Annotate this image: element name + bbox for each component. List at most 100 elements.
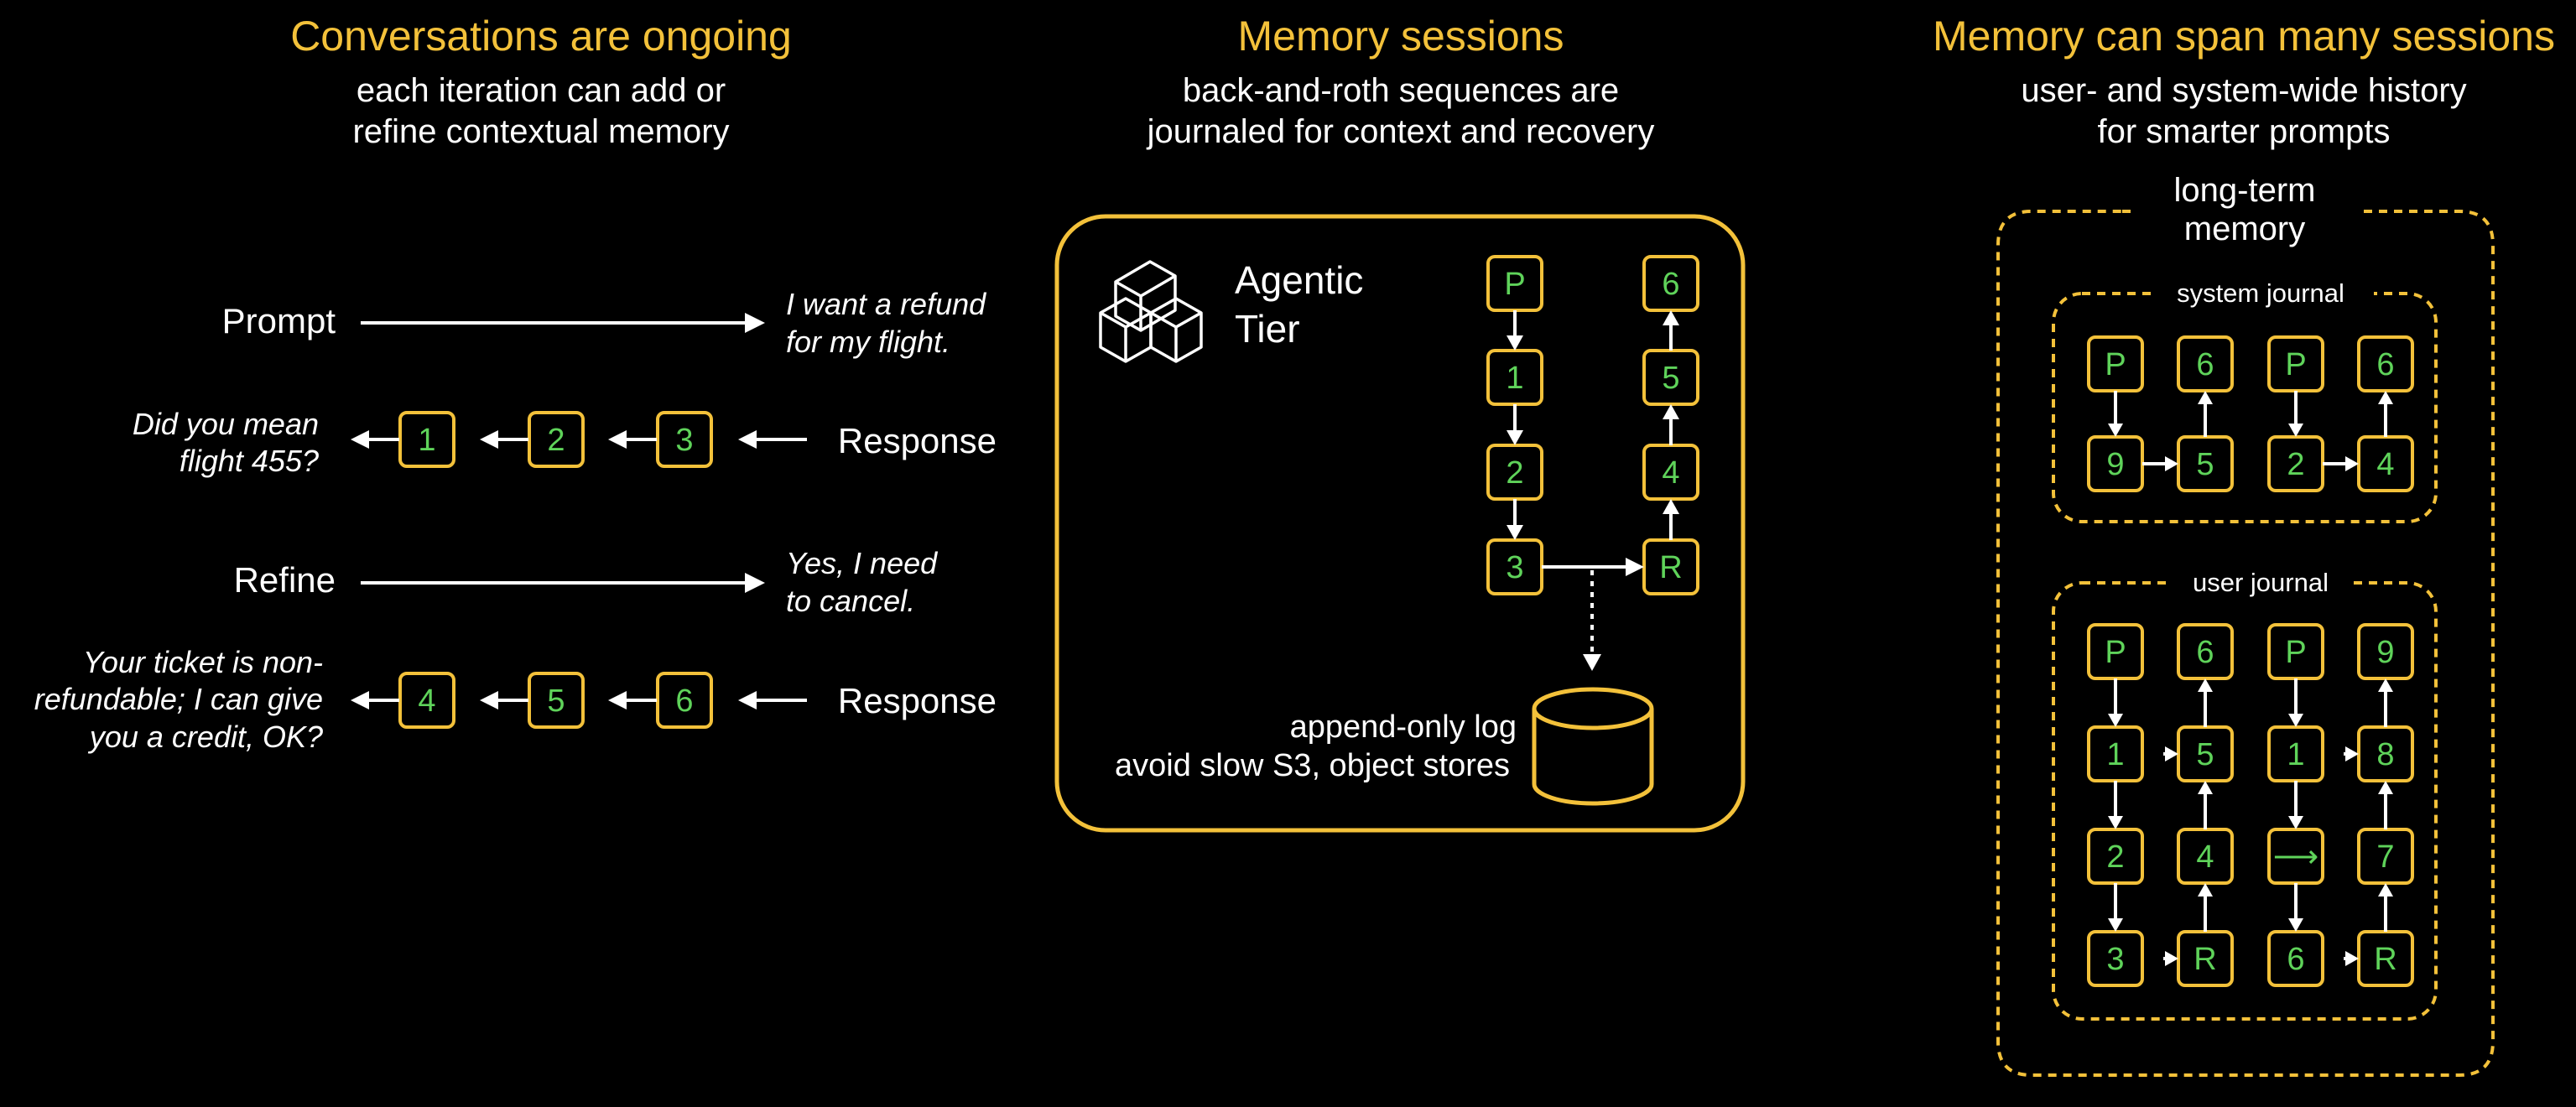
user-journal-cross-d xyxy=(2344,951,2359,966)
column-2-title: Memory sessions xyxy=(1238,13,1564,60)
response-1-label: Response xyxy=(838,421,997,460)
user-journal-node-4-3: 6 xyxy=(2267,930,2324,987)
system-journal-node-top-2: 6 xyxy=(2177,335,2234,392)
user-journal-node-2-1-label: 1 xyxy=(2106,737,2124,772)
user-journal-node-4-2-label: R xyxy=(2194,942,2216,977)
user-journal-node-1-3: P xyxy=(2267,623,2324,680)
session-up-arrow-3 xyxy=(1663,499,1679,540)
response-2-node-3: 6 xyxy=(656,672,713,729)
session-right-node-3-label: 4 xyxy=(1662,455,1679,491)
system-journal-node-top-3-label: P xyxy=(2285,347,2306,382)
response-1-node-2: 2 xyxy=(528,411,585,468)
user-journal-node-3-2: 4 xyxy=(2177,828,2234,885)
system-journal-up-2 xyxy=(2378,391,2393,437)
response-2-node-1-label: 4 xyxy=(418,683,435,719)
session-right-node-4-label: R xyxy=(1659,550,1682,585)
session-up-arrow-1 xyxy=(1663,310,1679,351)
agentic-tier-label-line1: Agentic xyxy=(1235,258,1363,302)
response-2-arrow-2 xyxy=(608,691,657,709)
system-journal-up-1 xyxy=(2198,391,2213,437)
column-1-header: Conversations are ongoing each iteration… xyxy=(290,13,792,150)
response-1-node-3-label: 3 xyxy=(675,423,693,458)
system-journal-node-top-4-label: 6 xyxy=(2376,347,2394,382)
user-journal-down-1-1 xyxy=(2108,678,2123,727)
user-journal-down-2-2 xyxy=(2288,781,2303,829)
system-journal-node-top-2-label: 6 xyxy=(2196,347,2214,382)
system-journal-node-bottom-2-label: 5 xyxy=(2196,447,2214,482)
response-2-node-1: 4 xyxy=(398,672,455,729)
user-journal-node-1-4: 9 xyxy=(2357,623,2414,680)
session-right-node-4: R xyxy=(1642,538,1699,595)
session-right-node-3: 4 xyxy=(1642,444,1699,501)
response-1-arrow-1 xyxy=(480,430,528,449)
agentic-tier-panel: Agentic Tier append-only log avoid slow … xyxy=(1054,214,1746,833)
user-journal-down-1-2 xyxy=(2108,781,2123,829)
user-journal-down-1-3 xyxy=(2108,883,2123,932)
response-1-node-1-label: 1 xyxy=(418,423,435,458)
user-journal-node-4-1: 3 xyxy=(2087,930,2144,987)
user-journal-node-3-2-label: 4 xyxy=(2196,839,2214,875)
user-journal-node-1-1-label: P xyxy=(2105,635,2126,670)
long-term-label-backdrop xyxy=(2131,168,2359,256)
user-journal-node-4-4-label: R xyxy=(2374,942,2396,977)
session-right-node-1: 6 xyxy=(1642,255,1699,312)
response-1-node-2-box xyxy=(528,411,585,468)
response-1-node-2-label: 2 xyxy=(547,423,565,458)
user-journal-node-1-2: 6 xyxy=(2177,623,2234,680)
user-journal-node-4-2: R xyxy=(2177,930,2234,987)
column-1-subtitle-line1: each iteration can add or xyxy=(356,72,726,109)
response-2-node-1-box xyxy=(398,672,455,729)
user-journal-node-3-1: 2 xyxy=(2087,828,2144,885)
long-term-memory-panel: long-term memory system journal user jou… xyxy=(1996,168,2495,1077)
user-journal-node-2-4-label: 8 xyxy=(2376,737,2394,772)
system-journal-node-bottom-2: 5 xyxy=(2177,435,2234,492)
user-journal-node-3-4: 7 xyxy=(2357,828,2414,885)
user-journal-down-2-3 xyxy=(2288,883,2303,932)
response-2-arrow-in xyxy=(738,691,807,709)
response-2-node-2-box xyxy=(528,672,585,729)
response-2-node-2-label: 5 xyxy=(547,683,565,719)
prompt-arrow xyxy=(361,313,765,333)
session-down-arrow-1 xyxy=(1507,310,1523,351)
prompt-text-line1: I want a refund xyxy=(786,287,986,321)
agentic-tier-label-line2: Tier xyxy=(1235,307,1300,351)
session-right-node-2-label: 5 xyxy=(1662,361,1679,396)
system-journal-node-top-3: P xyxy=(2267,335,2324,392)
user-journal-node-4-4: R xyxy=(2357,930,2414,987)
user-journal-node-1-3-label: P xyxy=(2285,635,2306,670)
conversation-panel: Prompt I want a refund for my flight. Re… xyxy=(34,287,997,754)
user-journal-cross-b xyxy=(2163,951,2178,966)
user-journal-node-2-2: 5 xyxy=(2177,725,2234,782)
response-1-text-line1: Did you mean xyxy=(133,407,319,441)
user-journal-node-3-1-label: 2 xyxy=(2106,839,2124,875)
session-left-node-1: P xyxy=(1486,255,1543,312)
response-2-arrow-1 xyxy=(480,691,528,709)
user-journal-down-2-1 xyxy=(2288,678,2303,727)
user-journal-node-4-1-label: 3 xyxy=(2106,942,2124,977)
column-1-title: Conversations are ongoing xyxy=(290,13,792,60)
response-2-node-2: 5 xyxy=(528,672,585,729)
long-term-memory-frame xyxy=(1996,210,2495,1077)
system-journal-node-bottom-1: 9 xyxy=(2087,435,2144,492)
response-2-node-3-label: 6 xyxy=(675,683,693,719)
user-journal-cross-a xyxy=(2163,746,2178,761)
response-2-label: Response xyxy=(838,681,997,720)
prompt-text-line2: for my flight. xyxy=(786,325,950,359)
system-journal-node-top-1-label: P xyxy=(2105,347,2126,382)
cubes-icon xyxy=(1099,260,1203,363)
session-up-arrow-2 xyxy=(1663,404,1679,445)
session-left-node-2: 1 xyxy=(1486,349,1543,406)
column-2-subtitle-line2: journaled for context and recovery xyxy=(1147,113,1655,150)
response-1-arrow-in xyxy=(738,430,807,449)
long-term-label-line2: memory xyxy=(2184,210,2305,247)
long-term-label-line1: long-term xyxy=(2174,172,2316,209)
session-down-arrow-2 xyxy=(1507,404,1523,445)
column-3-title: Memory can span many sessions xyxy=(1933,13,2555,60)
response-2-arrow-out xyxy=(351,691,399,709)
refine-text-line2: to cancel. xyxy=(786,584,915,618)
system-journal-node-bottom-4-label: 4 xyxy=(2376,447,2394,482)
response-2-text-line2: refundable; I can give xyxy=(34,682,323,716)
session-left-node-4: 3 xyxy=(1486,538,1543,595)
session-left-node-3-label: 2 xyxy=(1506,455,1523,491)
